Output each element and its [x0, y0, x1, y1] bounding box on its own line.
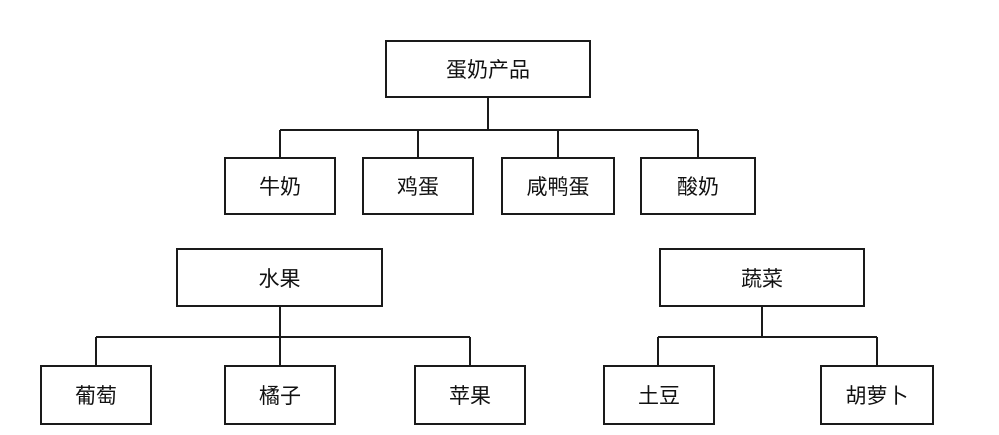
node-label: 水果 — [258, 266, 301, 291]
node-label: 咸鸭蛋 — [526, 175, 590, 199]
node-label: 酸奶 — [677, 175, 719, 199]
node-label: 胡萝卜 — [845, 384, 909, 408]
node-potato: 土豆 — [603, 365, 715, 425]
node-label: 鸡蛋 — [397, 175, 439, 199]
node-label: 土豆 — [638, 384, 680, 408]
node-carrot: 胡萝卜 — [820, 365, 934, 425]
node-orange: 橘子 — [224, 365, 336, 425]
node-label: 橘子 — [259, 384, 301, 408]
node-dairy-root: 蛋奶产品 — [385, 40, 591, 98]
node-apple: 苹果 — [414, 365, 526, 425]
node-grape: 葡萄 — [40, 365, 152, 425]
node-egg: 鸡蛋 — [362, 157, 474, 215]
node-vegetable-root: 蔬菜 — [659, 248, 865, 307]
node-label: 蔬菜 — [741, 266, 783, 291]
node-salted-egg: 咸鸭蛋 — [501, 157, 615, 215]
node-milk: 牛奶 — [224, 157, 336, 215]
node-label: 葡萄 — [75, 384, 117, 408]
node-label: 蛋奶产品 — [446, 58, 530, 82]
node-label: 苹果 — [449, 384, 491, 408]
node-fruit-root: 水果 — [176, 248, 383, 307]
node-yogurt: 酸奶 — [640, 157, 756, 215]
node-label: 牛奶 — [259, 175, 301, 199]
